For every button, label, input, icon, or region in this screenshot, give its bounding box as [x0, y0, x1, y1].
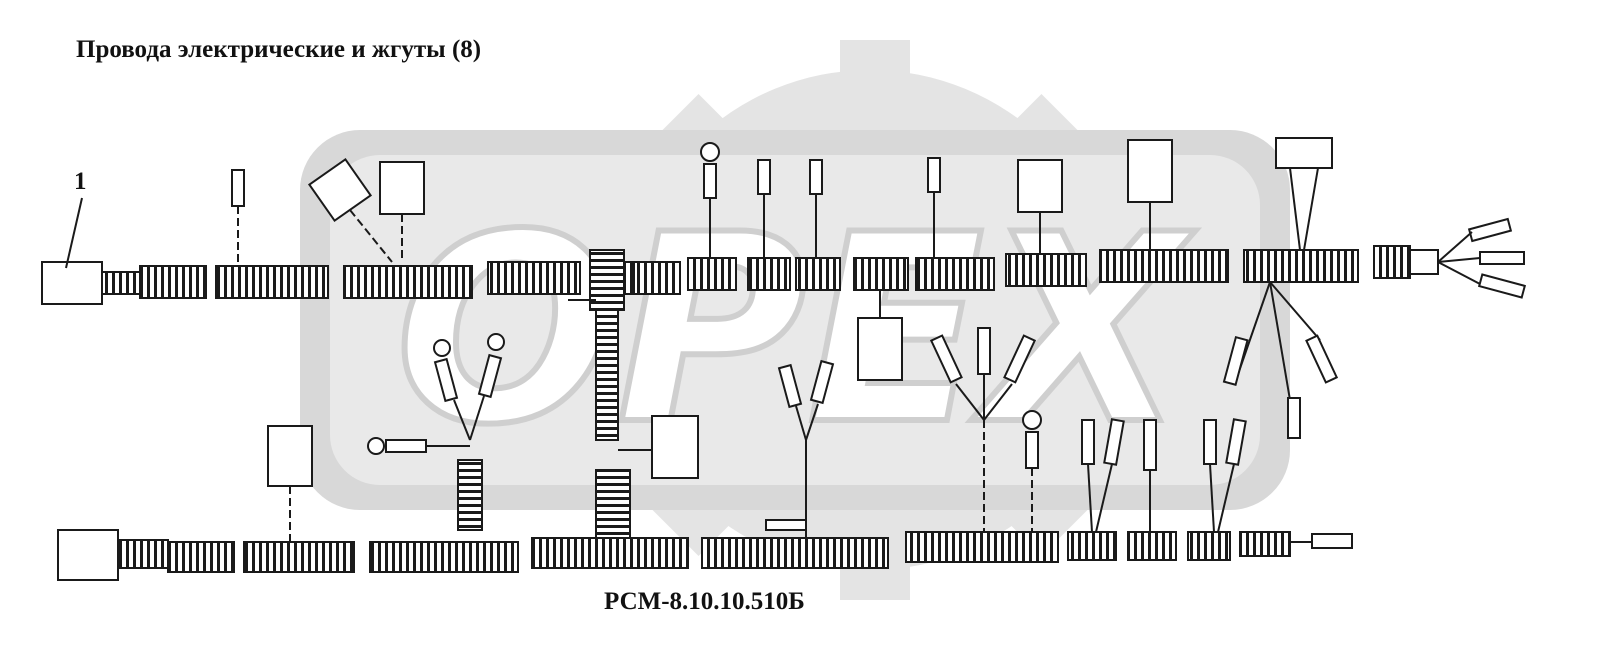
watermark: OPEX: [300, 40, 1290, 600]
watermark-text: OPEX: [395, 180, 1195, 482]
top-harness: [41, 137, 1527, 439]
terminal: [1467, 217, 1513, 243]
terminal: [929, 334, 963, 384]
ring-terminal: [1022, 410, 1042, 430]
terminal: [809, 159, 823, 195]
harness-segment: [1243, 249, 1359, 283]
relay-connector: [1017, 159, 1063, 213]
ring-terminal: [487, 333, 505, 351]
harness-segment: [1127, 531, 1177, 561]
terminal: [1225, 418, 1247, 466]
terminal: [1311, 533, 1353, 549]
harness-segment: [687, 257, 737, 291]
relay-connector: [651, 415, 699, 479]
harness-segment: [701, 537, 889, 569]
terminal: [231, 169, 245, 207]
terminal: [1003, 334, 1037, 384]
terminal: [1025, 431, 1039, 469]
terminal: [1081, 419, 1095, 465]
harness-segment: [167, 541, 235, 573]
harness-segment: [1373, 245, 1411, 279]
harness-segment: [1099, 249, 1229, 283]
ring-terminal: [367, 437, 385, 455]
terminal: [927, 157, 941, 193]
terminal: [1103, 418, 1125, 466]
harness-segment: [487, 261, 581, 295]
terminal: [809, 359, 835, 405]
terminal: [1222, 335, 1249, 386]
harness-segment: [853, 257, 909, 291]
harness-segment: [1239, 531, 1291, 557]
terminal: [703, 163, 717, 199]
ring-terminal: [433, 339, 451, 357]
callout-leader: [65, 197, 83, 269]
relay-connector: [1127, 139, 1173, 203]
harness-segment: [1187, 531, 1231, 561]
harness-segment: [243, 541, 355, 573]
page-title: Провода электрические и жгуты (8): [76, 36, 482, 63]
harness-segment: [1067, 531, 1117, 561]
harness-segment: [633, 261, 681, 295]
terminal: [1287, 397, 1301, 439]
terminal: [1143, 419, 1157, 471]
harness-segment: [1005, 253, 1087, 287]
connector-1: [41, 261, 103, 305]
relay-connector: [1275, 137, 1333, 169]
harness-segment: [215, 265, 329, 299]
relay-connector: [379, 161, 425, 215]
terminal: [1479, 251, 1525, 265]
harness-segment: [747, 257, 791, 291]
terminal: [777, 363, 803, 409]
callout-label-1: 1: [74, 168, 87, 195]
vertical-trunk: [568, 249, 699, 541]
harness-segment: [139, 265, 207, 299]
harness-segment: [795, 257, 841, 291]
relay-connector: [857, 317, 903, 381]
harness-segment: [369, 541, 519, 573]
terminal: [1477, 273, 1527, 299]
connector: [1409, 249, 1439, 275]
part-code: РСМ-8.10.10.510Б: [604, 588, 805, 615]
bottom-harness: [57, 327, 1353, 581]
terminal: [1203, 419, 1217, 465]
relay-connector: [267, 425, 313, 487]
terminal: [757, 159, 771, 195]
harness-segment: [905, 531, 1059, 563]
harness-segment: [915, 257, 995, 291]
terminal: [385, 439, 427, 453]
ring-terminal: [700, 142, 720, 162]
terminal: [433, 357, 459, 403]
harness-segment: [531, 537, 689, 569]
terminal: [1305, 334, 1339, 384]
terminal: [977, 327, 991, 375]
relay-connector: [307, 157, 373, 223]
terminal: [477, 353, 503, 399]
harness-segment: [343, 265, 473, 299]
connector: [57, 529, 119, 581]
